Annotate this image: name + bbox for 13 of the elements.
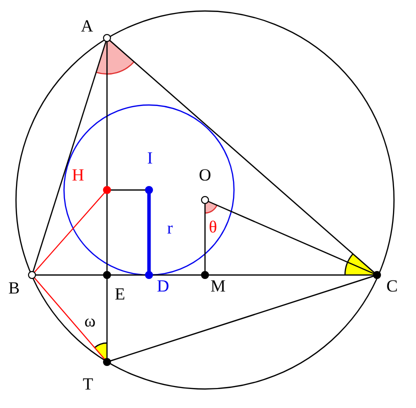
point-label: C [386,278,398,294]
point-label: B [8,280,20,296]
angle-label: θ [208,218,218,236]
point-label: H [72,166,84,184]
angle-label: ω [84,312,96,330]
point-label: E [114,286,126,302]
point-label: I [147,150,153,166]
point-label: O [198,166,212,184]
point-label: A [80,18,94,34]
point-label: D [156,278,170,294]
radius-label: r [167,220,173,236]
point-label: T [82,376,94,392]
point-label: M [210,278,226,294]
